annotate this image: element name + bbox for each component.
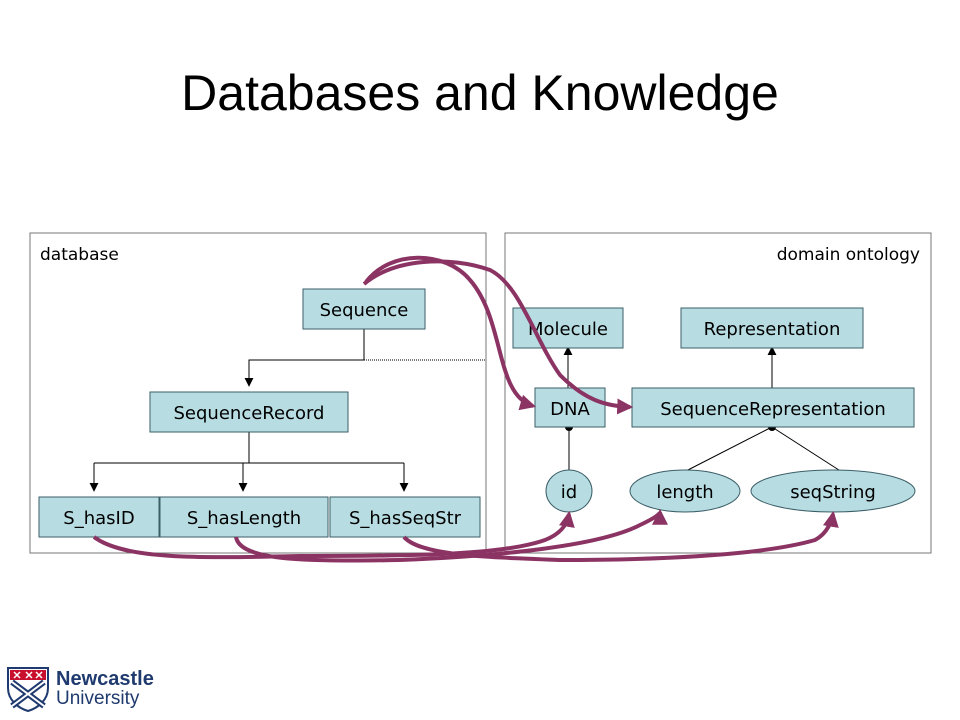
node-s-has-seq-str[interactable]: S_hasSeqStr	[329, 496, 481, 538]
seqrep-to-length-line	[683, 426, 773, 473]
node-dna-label: DNA	[550, 399, 590, 420]
logo-text-newcastle: Newcastle	[56, 668, 154, 690]
node-s-has-id[interactable]: S_hasID	[38, 496, 160, 538]
node-representation[interactable]: Representation	[680, 307, 864, 349]
node-molecule[interactable]: Molecule	[512, 307, 624, 349]
seqrep-to-seqstring-line	[771, 426, 843, 473]
map-s-has-id-to-id	[92, 510, 575, 560]
node-representation-label: Representation	[704, 319, 841, 340]
node-s-has-seq-str-label: S_hasSeqStr	[349, 508, 462, 529]
sequence-to-record-line	[244, 329, 365, 387]
newcastle-university-logo: Newcastle University	[6, 666, 154, 714]
map-sequence-to-sequence-representation	[362, 259, 634, 415]
node-id[interactable]: id	[545, 469, 593, 513]
node-sequence-record[interactable]: SequenceRecord	[149, 391, 349, 433]
node-s-has-id-label: S_hasID	[63, 508, 134, 529]
node-id-label: id	[561, 482, 577, 503]
map-sequence-to-dna	[364, 255, 537, 411]
node-length[interactable]: length	[629, 469, 741, 513]
node-seq-string-label: seqString	[790, 482, 876, 503]
node-s-has-length[interactable]: S_hasLength	[159, 496, 329, 538]
node-sequence-representation-label: SequenceRepresentation	[660, 399, 886, 420]
node-length-label: length	[656, 482, 713, 503]
node-seq-string[interactable]: seqString	[750, 469, 916, 513]
node-sequence-label: Sequence	[320, 300, 409, 321]
node-sequence-record-label: SequenceRecord	[174, 403, 325, 424]
node-sequence-representation[interactable]: SequenceRepresentation	[631, 387, 915, 428]
ontology-panel-label: domain ontology	[777, 245, 920, 265]
university-shield-icon	[7, 667, 49, 712]
logo-text-university: University	[56, 688, 140, 709]
map-s-has-length-to-length	[234, 508, 668, 563]
node-molecule-label: Molecule	[528, 319, 608, 340]
node-s-has-length-label: S_hasLength	[187, 508, 301, 529]
node-sequence[interactable]: Sequence	[302, 288, 426, 330]
database-panel-label: database	[40, 245, 119, 265]
slide-title: Databases and Knowledge	[181, 65, 779, 121]
map-s-has-seq-str-to-seq-string	[402, 510, 839, 563]
node-dna[interactable]: DNA	[534, 387, 606, 428]
